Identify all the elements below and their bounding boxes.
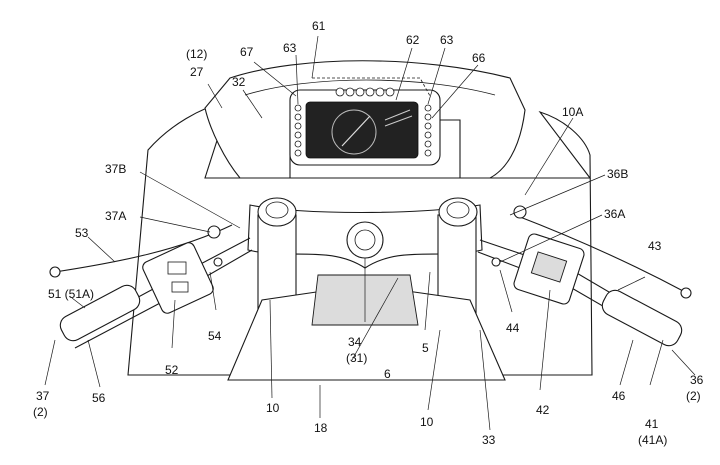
left-switch-knob xyxy=(213,257,223,267)
label-46: 46 xyxy=(612,389,626,403)
meter-visor-dashed xyxy=(312,77,431,97)
steering-stem-nut xyxy=(346,221,384,259)
label-51: 51 (51A) xyxy=(48,287,94,301)
label-63-left: 63 xyxy=(283,41,297,55)
label-12: (12) xyxy=(186,47,207,61)
right-switch-knob xyxy=(491,257,501,267)
left-fork-cap-inner xyxy=(265,201,289,219)
right-lever xyxy=(514,214,686,293)
label-5: 5 xyxy=(422,341,429,355)
meter-display xyxy=(305,101,419,159)
label-6: 6 xyxy=(384,367,391,381)
label-41: 41 xyxy=(645,417,659,431)
label-27: 27 xyxy=(190,65,204,79)
label-36: 36 xyxy=(690,373,704,387)
label-33: 33 xyxy=(482,433,496,447)
left-switch-button xyxy=(167,261,187,275)
left-grip xyxy=(59,284,141,342)
label-63-right: 63 xyxy=(440,33,454,47)
meter-bar-graph xyxy=(384,109,413,127)
label-42: 42 xyxy=(536,403,550,417)
right-fork-cap xyxy=(438,197,478,227)
leader-lines xyxy=(44,35,696,431)
windscreen-inner xyxy=(244,79,496,96)
right-grip xyxy=(601,289,683,347)
left-switch-button-2 xyxy=(171,281,189,293)
label-36B: 36B xyxy=(607,167,628,181)
meter-side-lamps-right xyxy=(424,104,432,157)
label-66: 66 xyxy=(472,51,486,65)
right-lever-end xyxy=(680,287,692,299)
label-37A: 37A xyxy=(105,209,126,223)
meter-needle xyxy=(341,115,371,147)
label-34: 34 xyxy=(348,335,362,349)
label-54: 54 xyxy=(208,329,222,343)
label-32: 32 xyxy=(232,75,246,89)
label-67: 67 xyxy=(240,45,254,59)
meter-side-lamps-left xyxy=(294,104,302,157)
label-53: 53 xyxy=(75,226,89,240)
right-switch-button xyxy=(530,251,568,283)
left-fork-cap xyxy=(257,197,297,227)
label-61: 61 xyxy=(312,19,326,33)
label-2-right: (2) xyxy=(686,389,701,403)
label-56: 56 xyxy=(92,391,106,405)
label-10-right: 10 xyxy=(420,415,434,429)
label-37: 37 xyxy=(36,389,50,403)
label-44: 44 xyxy=(506,321,520,335)
label-41A: (41A) xyxy=(638,433,667,447)
label-10-left: 10 xyxy=(266,401,280,415)
label-62: 62 xyxy=(406,33,420,47)
fairing-body xyxy=(127,99,593,376)
right-fork-cap-inner xyxy=(446,201,470,219)
label-52: 52 xyxy=(165,363,179,377)
meter-indicator-lamps xyxy=(335,87,395,97)
label-10A: 10A xyxy=(562,105,583,119)
label-31: (31) xyxy=(346,351,367,365)
left-lever-end xyxy=(49,266,61,278)
label-18: 18 xyxy=(314,421,328,435)
label-36A: 36A xyxy=(604,207,625,221)
label-2-left: (2) xyxy=(33,405,48,419)
left-lever-pivot xyxy=(207,225,221,239)
left-switch-box xyxy=(142,242,214,314)
steering-stem-nut-inner xyxy=(354,229,376,251)
right-lever-pivot xyxy=(513,205,527,219)
tachometer-dial xyxy=(331,109,377,155)
label-43: 43 xyxy=(648,239,662,253)
label-37B: 37B xyxy=(105,162,126,176)
